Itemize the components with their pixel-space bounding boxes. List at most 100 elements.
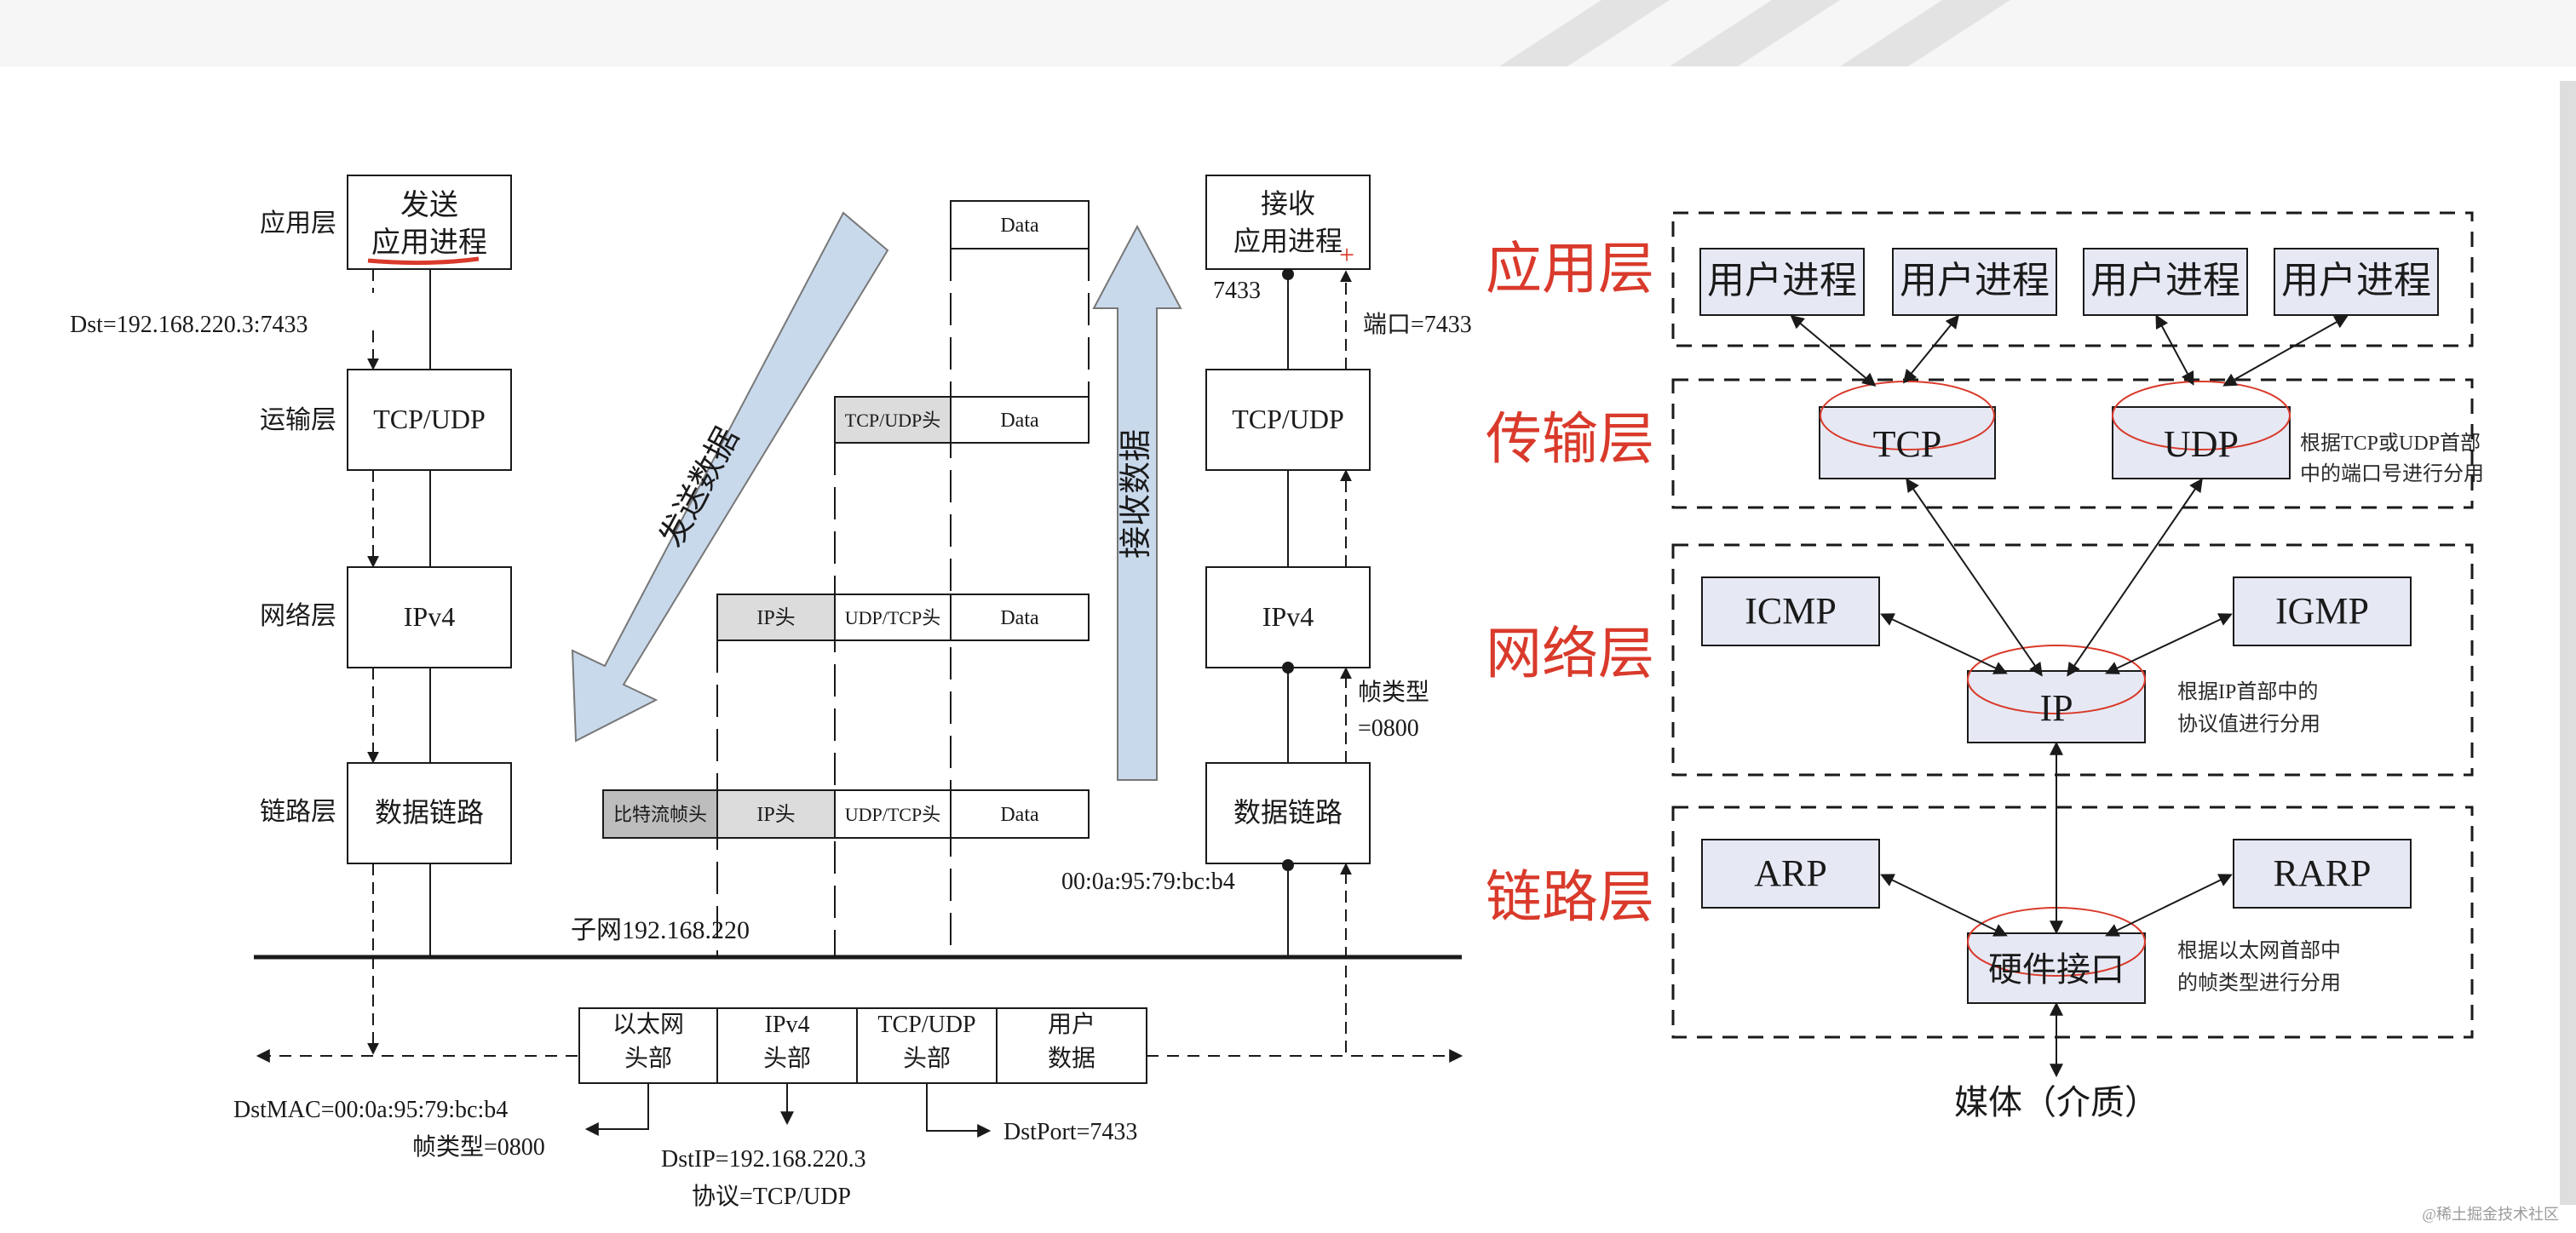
user-process-box-1 bbox=[1699, 248, 1865, 316]
udp-node: UDP bbox=[2112, 381, 2291, 479]
encapsulation-stack: Data TCP/UDP头 Data IP头 UDP/TCP头 Data 比特流… bbox=[602, 200, 1090, 957]
frame-link-layer bbox=[1671, 806, 2474, 1039]
note-transport-1: 根据TCP或UDP首部 bbox=[2300, 432, 2481, 455]
receiver-app-box bbox=[1205, 175, 1371, 270]
right-layer-app: 应用层 bbox=[1486, 238, 1654, 301]
left-layer-app: 应用层 bbox=[260, 209, 336, 238]
annot-dst-mac: DstMAC=00:0a:95:79:bc:b4 bbox=[233, 1097, 508, 1123]
annot-frame-type: 帧类型=0800 bbox=[412, 1133, 545, 1161]
right-diagram: 应用层 传输层 网络层 链路层 用户进程 用户进程 用户进程 用户进程 TCP bbox=[1486, 211, 2484, 1121]
note-transport-2: 中的端口号进行分用 bbox=[2300, 462, 2484, 485]
sender-transport-text: TCP/UDP bbox=[373, 404, 486, 434]
user-process-1: 用户进程 bbox=[1707, 260, 1857, 301]
user-process-3: 用户进程 bbox=[2090, 260, 2240, 301]
arp-label: ARP bbox=[1754, 852, 1827, 894]
tcp-node: TCP bbox=[1819, 381, 1996, 479]
sender-app-line2: 应用进程 bbox=[371, 227, 487, 259]
user-process-box-3 bbox=[2083, 248, 2248, 316]
receiver-frame-type-1: 帧类型 bbox=[1358, 679, 1429, 706]
frame-eth-box bbox=[578, 1007, 718, 1084]
frame-tcp-line2: 头部 bbox=[903, 1045, 951, 1072]
frame-eth-line2: 头部 bbox=[624, 1045, 672, 1072]
sender-dst-label: Dst=192.168.220.3:7433 bbox=[70, 312, 308, 338]
igmp-box bbox=[2233, 576, 2412, 646]
stack-tcp-hdr-2 bbox=[834, 396, 952, 444]
hw-node: 硬件接口 bbox=[1967, 907, 2146, 1004]
stack-data-4 bbox=[950, 789, 1090, 839]
watermark: @稀土掘金技术社区 bbox=[2422, 1206, 2559, 1223]
left-layer-link: 链路层 bbox=[260, 798, 336, 826]
user-process-4: 用户进程 bbox=[2281, 260, 2431, 301]
stack-bitstream-hdr-4-text: 比特流帧头 bbox=[613, 804, 707, 825]
arp-box bbox=[1701, 839, 1880, 909]
frame-app-layer bbox=[1671, 211, 2474, 347]
sender-network-text: IPv4 bbox=[404, 601, 455, 632]
top-banner bbox=[1499, 0, 2576, 1205]
sender-app-line1: 发送 bbox=[400, 189, 458, 221]
user-process-2: 用户进程 bbox=[1900, 260, 2050, 301]
note-ip-2: 协议值进行分用 bbox=[2177, 713, 2320, 736]
sender-link-box bbox=[347, 762, 512, 864]
send-data-arrow: 发送数据 bbox=[571, 211, 889, 743]
note-link-2: 的帧类型进行分用 bbox=[2177, 972, 2341, 995]
sender-link-text: 数据链路 bbox=[375, 797, 484, 828]
receive-data-arrow: 接收数据 bbox=[1092, 224, 1182, 781]
right-layer-link: 链路层 bbox=[1486, 867, 1654, 929]
frame-ip-line2: 头部 bbox=[763, 1045, 811, 1072]
left-layer-network: 网络层 bbox=[260, 602, 336, 630]
stack-udp-hdr-4-text: UDP/TCP头 bbox=[845, 804, 940, 825]
receiver-port-num: 7433 bbox=[1213, 278, 1261, 304]
receiver-frame-type-2: =0800 bbox=[1358, 715, 1419, 742]
ip-label: IP bbox=[2039, 687, 2073, 729]
stack-data-2 bbox=[950, 396, 1090, 444]
receiver-red-plus: + bbox=[1339, 239, 1354, 270]
frame-transport-layer bbox=[1671, 378, 2474, 509]
tcp-label: TCP bbox=[1873, 423, 1942, 465]
user-process-box-4 bbox=[2274, 248, 2439, 316]
recv-arrow-label: 接收数据 bbox=[1118, 429, 1154, 559]
frame-ip-line1: IPv4 bbox=[765, 1012, 810, 1038]
receiver-link-text: 数据链路 bbox=[1233, 797, 1343, 828]
stack-ip-hdr-3 bbox=[716, 594, 836, 641]
stack-data-1-text: Data bbox=[1000, 215, 1039, 237]
sender-network-box bbox=[347, 566, 512, 668]
stack-data-1 bbox=[950, 200, 1090, 249]
frame-user-line2: 数据 bbox=[1048, 1045, 1095, 1072]
receiver-link-box bbox=[1205, 762, 1371, 864]
icmp-box bbox=[1701, 576, 1880, 646]
stack-data-3 bbox=[950, 594, 1090, 641]
ethernet-frame: 以太网 头部 IPv4 头部 TCP/UDP 头部 用户 数据 bbox=[578, 1007, 1147, 1084]
right-layer-network: 网络层 bbox=[1486, 623, 1654, 685]
subnet-label: 子网192.168.220 bbox=[571, 916, 750, 944]
stack-udp-hdr-3 bbox=[834, 594, 952, 641]
frame-eth-line1: 以太网 bbox=[612, 1011, 684, 1038]
annot-dst-port: DstPort=7433 bbox=[1003, 1119, 1137, 1145]
note-ip-1: 根据IP首部中的 bbox=[2177, 680, 2318, 703]
receiver-network-box bbox=[1205, 566, 1371, 668]
frame-tcp-line1: TCP/UDP bbox=[877, 1012, 975, 1038]
rarp-box bbox=[2233, 839, 2412, 909]
sender-transport-box bbox=[347, 369, 512, 471]
receiver-network-text: IPv4 bbox=[1262, 601, 1314, 632]
sender-app-box bbox=[347, 175, 512, 270]
frame-user-line1: 用户 bbox=[1048, 1011, 1095, 1038]
note-link-1: 根据以太网首部中 bbox=[2177, 939, 2341, 962]
stack-data-2-text: Data bbox=[1000, 410, 1039, 432]
annot-dst-ip: DstIP=192.168.220.3 bbox=[661, 1146, 866, 1173]
stack-tcp-hdr-2-text: TCP/UDP头 bbox=[845, 410, 940, 431]
right-layer-transport: 传输层 bbox=[1486, 409, 1654, 471]
stack-ip-hdr-3-text: IP头 bbox=[756, 606, 795, 629]
stack-data-3-text: Data bbox=[1000, 607, 1039, 629]
frame-ip-box bbox=[716, 1007, 858, 1084]
left-diagram: 应用层 运输层 网络层 链路层 发送 应用进程 TCP/UDP IPv4 数据链… bbox=[70, 175, 1472, 1210]
receiver-transport-text: TCP/UDP bbox=[1232, 404, 1344, 434]
receiver-port-label: 端口=7433 bbox=[1363, 311, 1472, 338]
stack-ip-hdr-4-text: IP头 bbox=[756, 803, 795, 826]
media-label: 媒体（介质） bbox=[1954, 1083, 2159, 1121]
igmp-label: IGMP bbox=[2275, 590, 2369, 632]
udp-label: UDP bbox=[2164, 423, 2239, 465]
ip-node: IP bbox=[1967, 645, 2146, 743]
receiver-app-line1: 接收 bbox=[1261, 188, 1315, 219]
